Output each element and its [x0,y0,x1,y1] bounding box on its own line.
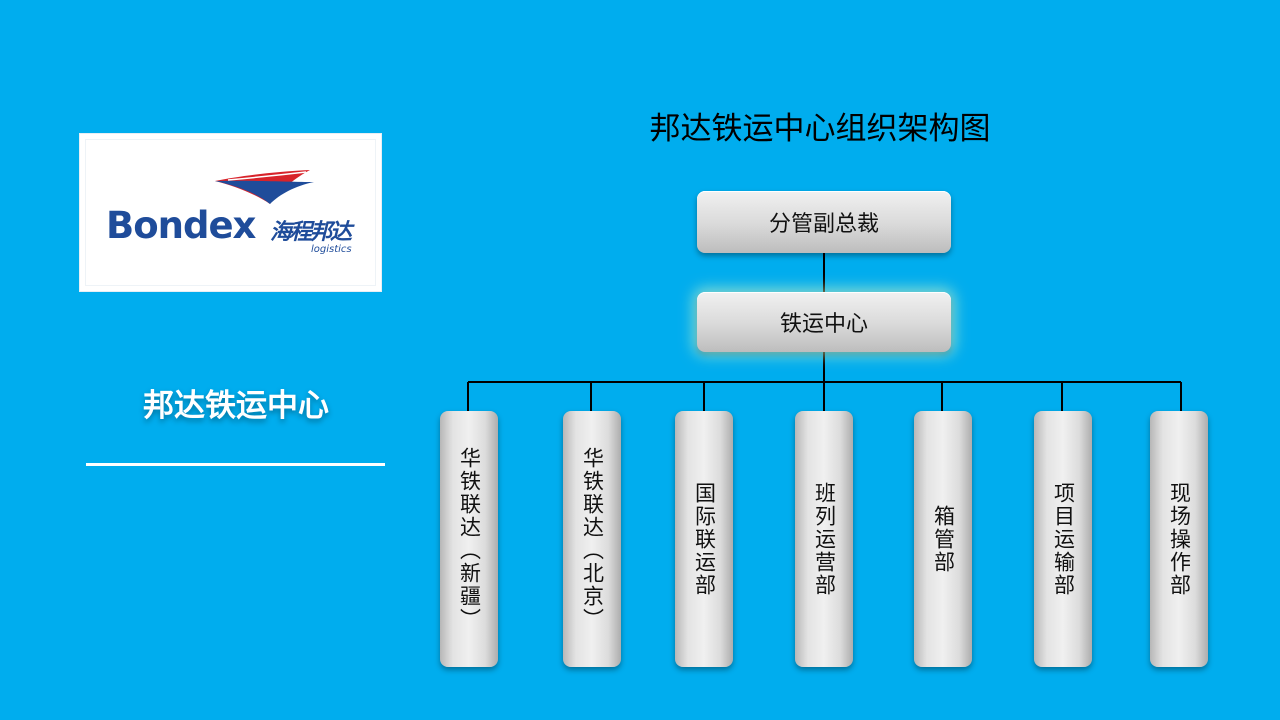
dept-label: 项目运输部 [1051,481,1076,597]
wing-logo-icon [215,170,314,204]
brand-name-cn: 海程邦达 [270,220,352,245]
rail-center-node: 铁运中心 [697,292,951,352]
dept-huatie-xinjiang: 华铁联达（新疆） [440,411,498,667]
dept-label: 国际联运部 [692,481,717,597]
dept-train-operations: 班列运营部 [795,411,853,667]
dept-international-transport: 国际联运部 [675,411,733,667]
dept-project-transport: 项目运输部 [1034,411,1092,667]
vice-president-node: 分管副总裁 [697,191,951,253]
rail-center-label: 铁运中心 [779,312,868,337]
dept-label: 华铁联达（新疆） [457,447,482,631]
logo-inner-frame [85,139,376,286]
dept-site-operations: 现场操作部 [1150,411,1208,667]
left-title: 邦达铁运中心 [143,388,329,424]
dept-label: 箱管部 [931,504,956,574]
vice-president-label: 分管副总裁 [768,212,879,237]
dept-label: 现场操作部 [1167,481,1192,597]
chart-title: 邦达铁运中心组织架构图 [649,111,991,147]
company-logo: Bondex 海程邦达 logistics [79,133,382,292]
dept-container-management: 箱管部 [914,411,972,667]
brand-name: Bondex [106,204,256,247]
dept-huatie-beijing: 华铁联达（北京） [563,411,621,667]
brand-subtitle: logistics [311,244,352,255]
divider [86,463,385,466]
dept-label: 班列运营部 [812,481,837,597]
dept-label: 华铁联达（北京） [580,447,605,631]
